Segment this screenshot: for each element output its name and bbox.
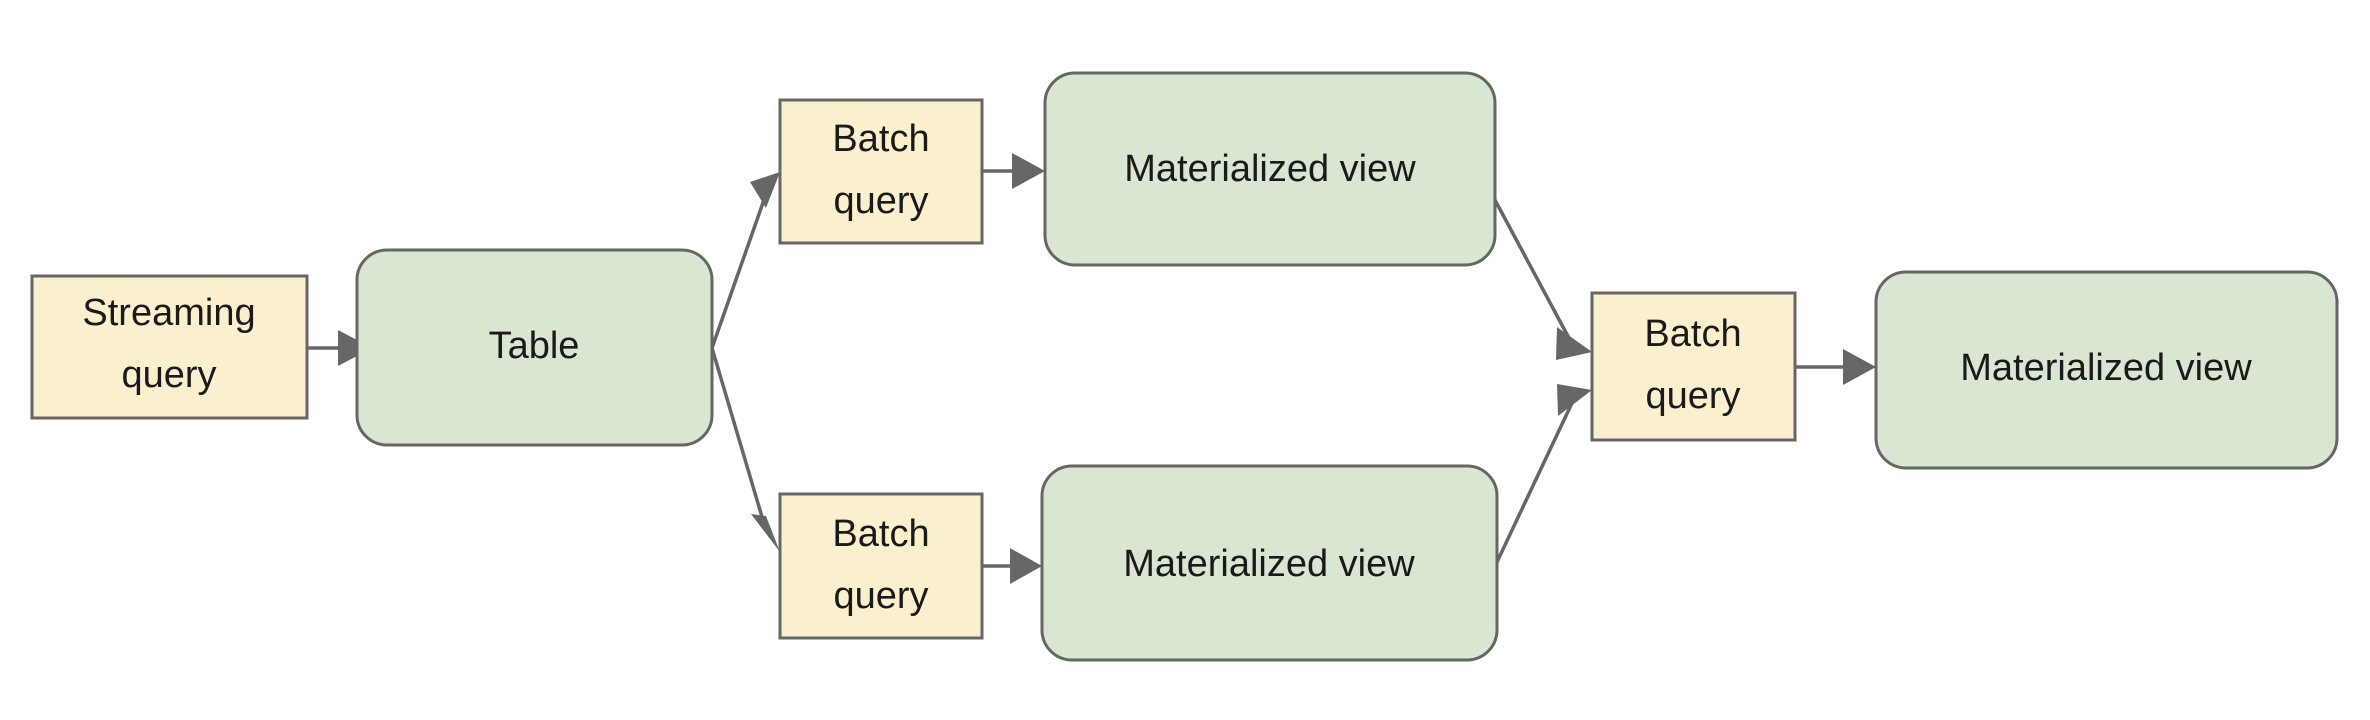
node-batch-query-top-label-line1: Batch: [832, 118, 929, 160]
node-materialized-view-bottom[interactable]: Materialized view: [1040, 464, 1499, 662]
node-materialized-view-final[interactable]: Materialized view: [1874, 270, 2339, 470]
node-batch-query-top[interactable]: Batch query: [778, 98, 984, 245]
node-batch-query-right-label-line2: query: [1645, 375, 1740, 417]
edge-view-top-to-batch-right: [1493, 199, 1592, 360]
edge-batch-right-to-view-final: [1795, 349, 1876, 385]
node-streaming-query-label-line1: Streaming: [82, 292, 255, 334]
node-streaming-query[interactable]: Streaming query: [30, 274, 309, 420]
edge-table-to-batch-bottom: [710, 347, 780, 552]
node-materialized-view-top-label: Materialized view: [1124, 148, 1416, 190]
node-batch-query-bottom[interactable]: Batch query: [778, 492, 984, 640]
node-batch-query-top-label-line2: query: [833, 180, 928, 222]
node-batch-query-bottom-label-line2: query: [833, 575, 928, 617]
edge-view-bottom-to-batch-right: [1495, 384, 1592, 563]
edge-streaming-to-table: [307, 330, 372, 366]
node-streaming-query-label-line2: query: [121, 354, 216, 396]
edge-batch-top-to-view-top: [982, 153, 1045, 189]
node-table-label: Table: [489, 325, 580, 367]
edge-batch-bottom-to-view-bottom: [982, 548, 1042, 584]
node-batch-query-right[interactable]: Batch query: [1590, 291, 1797, 442]
node-materialized-view-final-label: Materialized view: [1960, 347, 2252, 389]
edge-table-to-batch-top: [710, 172, 780, 349]
node-batch-query-right-label-line1: Batch: [1644, 313, 1741, 355]
node-table[interactable]: Table: [355, 248, 714, 447]
node-materialized-view-top[interactable]: Materialized view: [1043, 71, 1497, 267]
node-batch-query-bottom-label-line1: Batch: [832, 513, 929, 555]
node-materialized-view-bottom-label: Materialized view: [1123, 543, 1415, 585]
